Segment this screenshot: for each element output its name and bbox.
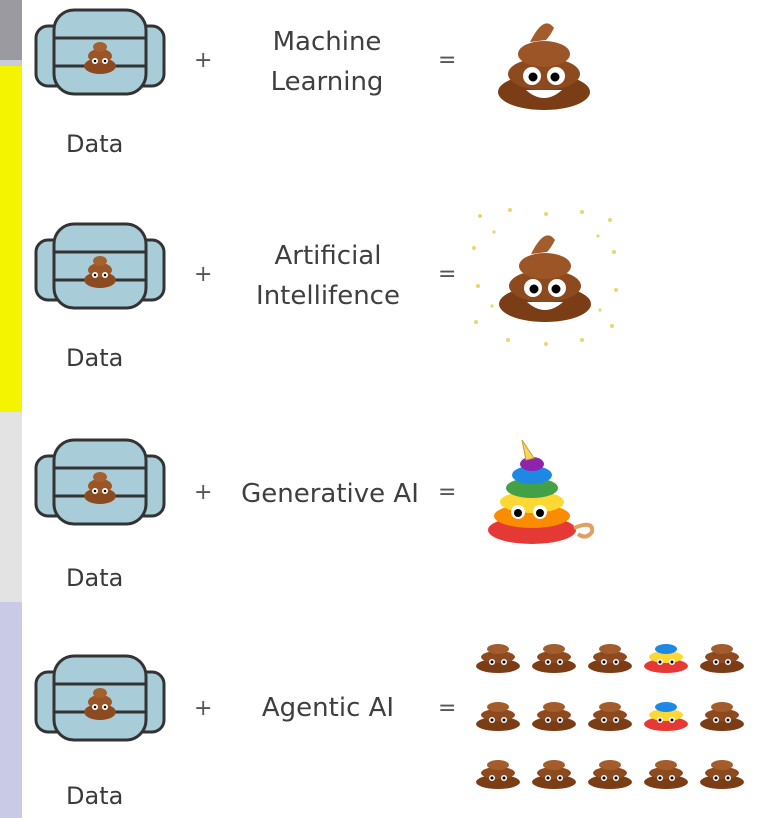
small-poop-icon [476, 644, 520, 673]
small-poop-icon [588, 760, 632, 789]
meme-panel: Data + Machine Learning = [22, 0, 769, 818]
database-icon [34, 438, 166, 526]
small-poop-icon [700, 644, 744, 673]
database-icon [34, 8, 166, 96]
poop-emoji-icon [84, 42, 116, 74]
plus-sign: + [194, 480, 213, 505]
equals-sign: = [438, 696, 457, 721]
data-label: Data [66, 782, 124, 810]
term-agentic-ai: Agentic AI [261, 693, 395, 723]
database-icon [34, 222, 166, 310]
equals-sign: = [438, 48, 457, 73]
background-screenshot-strip [0, 0, 24, 818]
small-poop-icon [532, 702, 576, 731]
plus-sign: + [194, 48, 213, 73]
poop-emoji-icon [84, 688, 116, 720]
small-poop-icon [532, 644, 576, 673]
small-poop-icon [588, 702, 632, 731]
small-poop-icon [644, 760, 688, 789]
poop-emoji-grid [476, 644, 744, 789]
small-poop-icon [588, 644, 632, 673]
data-label: Data [66, 344, 124, 372]
equals-sign: = [438, 262, 457, 287]
term-artificial-intelligence: Artificial Intellifence [256, 241, 400, 311]
small-poop-icon [476, 702, 520, 731]
equals-sign: = [438, 480, 457, 505]
sparkles-icon [472, 208, 618, 346]
small-poop-icon [700, 702, 744, 731]
term-machine-learning: Machine Learning [270, 27, 384, 97]
small-poop-icon [644, 644, 688, 673]
unicorn-poop-icon [488, 440, 595, 544]
database-icon [34, 654, 166, 742]
poop-emoji-icon [498, 23, 590, 110]
small-poop-icon [700, 760, 744, 789]
plus-sign: + [194, 262, 213, 287]
small-poop-icon [644, 702, 688, 731]
small-poop-icon [532, 760, 576, 789]
plus-sign: + [194, 696, 213, 721]
data-label: Data [66, 564, 124, 592]
poop-emoji-icon [84, 256, 116, 288]
term-generative-ai: Generative AI [241, 479, 419, 509]
small-poop-icon [476, 760, 520, 789]
poop-emoji-icon [84, 472, 116, 504]
data-label: Data [66, 130, 124, 158]
sparkling-poop-icon [472, 208, 618, 346]
